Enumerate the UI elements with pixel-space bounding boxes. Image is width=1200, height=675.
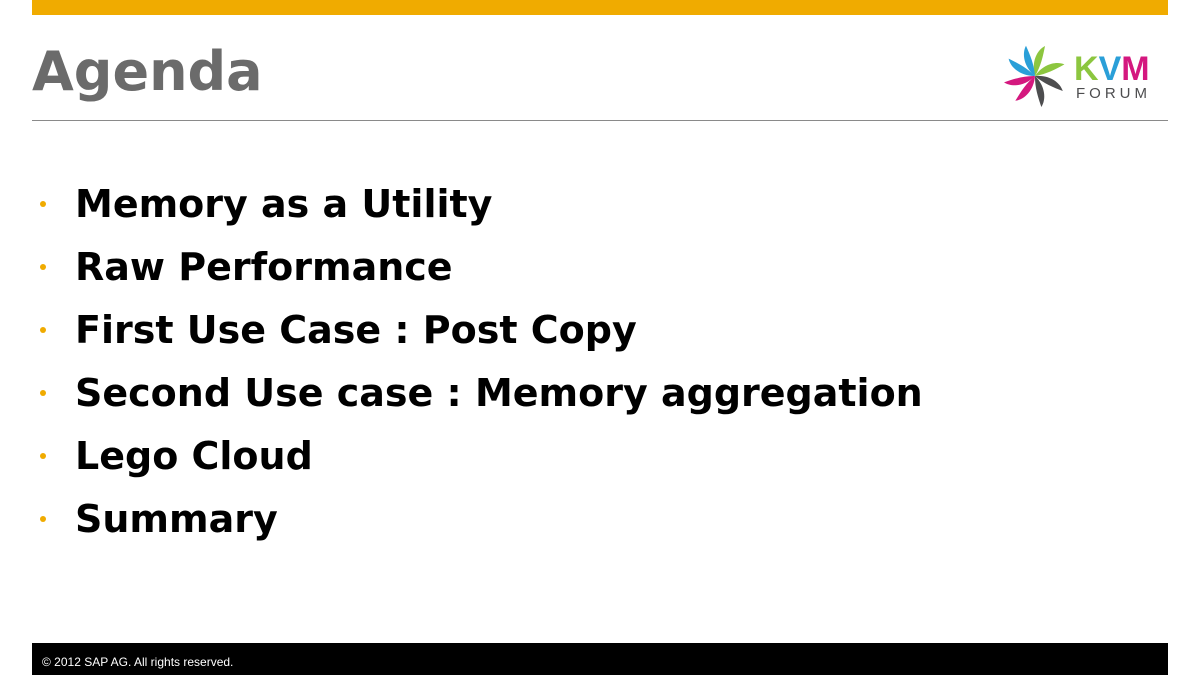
bullet-icon bbox=[40, 515, 46, 522]
bullet-icon bbox=[40, 200, 46, 207]
agenda-item: Memory as a Utility bbox=[40, 172, 923, 235]
agenda-item-text: Memory as a Utility bbox=[75, 181, 493, 226]
agenda-item: Second Use case : Memory aggregation bbox=[40, 361, 923, 424]
agenda-item-text: Second Use case : Memory aggregation bbox=[75, 370, 923, 415]
agenda-list: Memory as a Utility Raw Performance Firs… bbox=[40, 172, 923, 550]
kvm-forum-logo: KVM FORUM bbox=[1004, 45, 1151, 107]
agenda-item-text: First Use Case : Post Copy bbox=[75, 307, 637, 352]
top-accent-bar bbox=[32, 0, 1168, 15]
svg-text:KVM: KVM bbox=[1074, 50, 1150, 88]
agenda-item-text: Raw Performance bbox=[75, 244, 453, 289]
copyright-text: © 2012 SAP AG. All rights reserved. bbox=[42, 655, 234, 669]
bullet-icon bbox=[40, 326, 46, 333]
agenda-item: Summary bbox=[40, 487, 923, 550]
bullet-icon bbox=[40, 389, 46, 396]
title-divider bbox=[32, 120, 1168, 121]
agenda-item: Raw Performance bbox=[40, 235, 923, 298]
agenda-item: First Use Case : Post Copy bbox=[40, 298, 923, 361]
agenda-item-text: Lego Cloud bbox=[75, 433, 313, 478]
bullet-icon bbox=[40, 452, 46, 459]
svg-text:FORUM: FORUM bbox=[1076, 85, 1151, 102]
slide-title: Agenda bbox=[32, 40, 263, 103]
bullet-icon bbox=[40, 263, 46, 270]
agenda-item-text: Summary bbox=[75, 496, 278, 541]
footer-bar: © 2012 SAP AG. All rights reserved. bbox=[32, 643, 1168, 675]
agenda-item: Lego Cloud bbox=[40, 424, 923, 487]
